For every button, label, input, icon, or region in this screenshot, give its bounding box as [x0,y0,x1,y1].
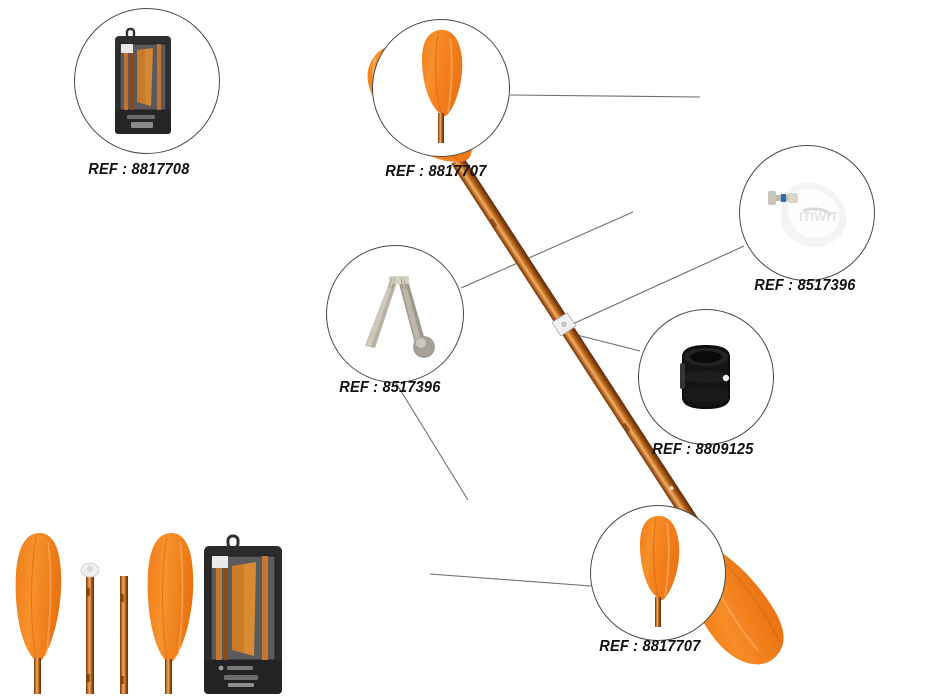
shaft-lower [559,322,715,552]
ref-label-hook: REF : 8517396 [754,277,856,294]
callout-circle-blade-top [372,19,510,157]
four-piece-paddle-set [6,528,286,696]
callout-circle-hook: ITIWIT [739,145,875,281]
drip-ring-hook-icon: ITIWIT [768,182,847,247]
ref-label-spring-clip: REF : 8517396 [339,379,441,396]
paddle-blade-icon-top [422,29,463,143]
ref-label-carry-bag: REF : 8817708 [88,161,190,178]
ferrule-collar-icon [680,345,730,409]
callout-blade-bottom: REF : 8817707 [590,505,726,655]
paddle-set-exploded [15,532,282,694]
paddle-blade-icon-bottom [640,515,680,627]
callout-ferrule-collar: REF : 8809125 [638,309,774,458]
lineup-shaft-plain [120,576,128,694]
callout-circle-carry-bag [74,8,220,154]
svg-text:ITIWIT: ITIWIT [799,209,838,224]
ref-label-blade-bottom: REF : 8817707 [599,638,701,655]
shaft-mark-lower [622,422,631,432]
callout-drip-ring-hook: ITIWIT REF : 8517396 [739,145,875,294]
lineup-shaft-with-button [80,562,100,694]
callout-circle-blade-bottom [590,505,726,641]
ferrule-button [561,321,567,327]
spring-clip-pin-icon [365,276,435,358]
callout-spring-clip: REF : 8517396 [326,245,464,396]
shaft-mark-upper [490,218,498,228]
shaft-upper [451,156,572,332]
ref-label-blade-top: REF : 8817707 [385,163,487,180]
lineup-right-blade [147,532,194,694]
callout-circle-ferrule [638,309,774,445]
ref-label-ferrule: REF : 8809125 [652,441,754,458]
lineup-carry-bag [204,534,282,694]
callout-blade-top: REF : 8817707 [372,19,510,180]
callout-circle-spring-clip [326,245,464,383]
shaft-hole-lower [669,486,674,491]
callout-carry-bag: REF : 8817708 [74,8,220,178]
lineup-left-blade [15,532,62,694]
carry-bag-icon [115,27,171,134]
